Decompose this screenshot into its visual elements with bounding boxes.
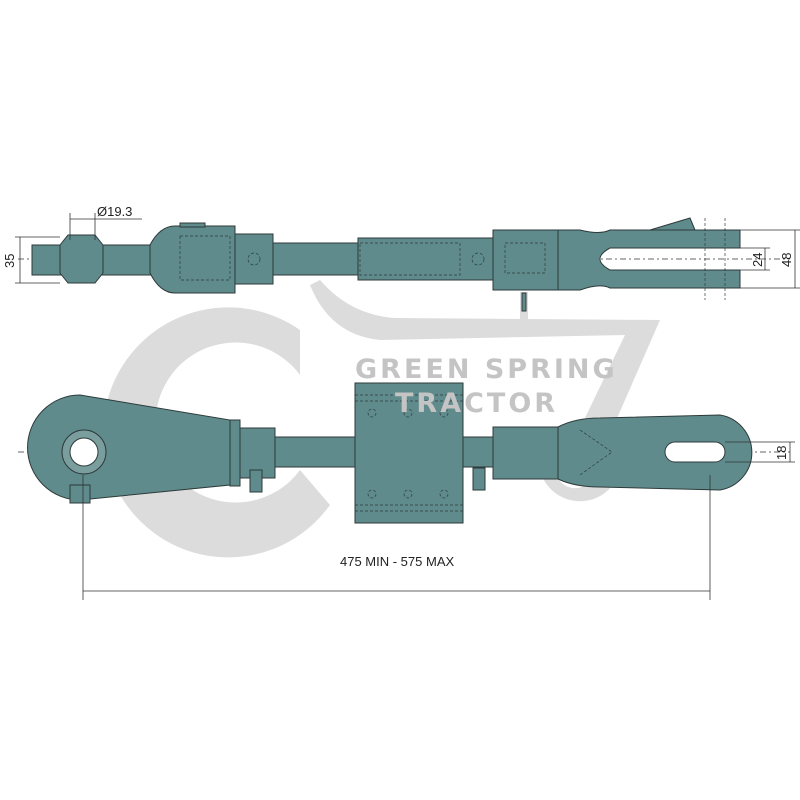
slot-width-label: 18 bbox=[774, 446, 789, 460]
fork-inner-label: 24 bbox=[750, 253, 765, 267]
pin-diameter-label: Ø19.3 bbox=[97, 204, 132, 219]
length-label: 475 MIN - 575 MAX bbox=[340, 554, 454, 569]
fork-outer-label: 48 bbox=[779, 253, 794, 267]
ball-height-label: 35 bbox=[2, 254, 17, 268]
side-view bbox=[18, 382, 790, 524]
top-view bbox=[18, 217, 790, 312]
dimension-lines bbox=[15, 213, 800, 600]
watermark-line1: GREEN SPRING bbox=[355, 354, 618, 385]
watermark-line2: TRACTOR bbox=[395, 388, 558, 419]
